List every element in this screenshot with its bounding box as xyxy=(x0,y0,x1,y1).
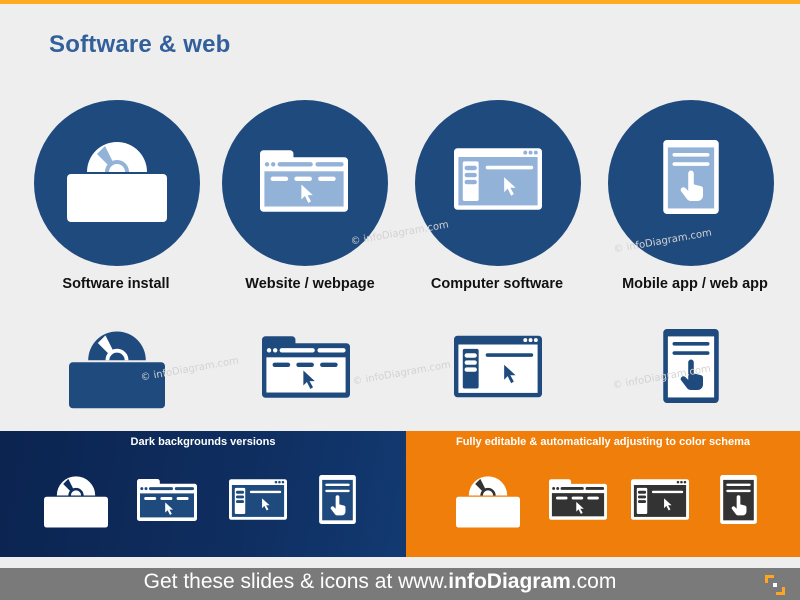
orange-panel-title: Fully editable & automatically adjusting… xyxy=(455,436,750,448)
browser-folder-icon xyxy=(260,150,348,212)
label-website-webpage: Website / webpage xyxy=(245,276,375,292)
footer-suffix: .com xyxy=(570,570,617,593)
app-window-icon xyxy=(631,479,689,520)
browser-folder-icon xyxy=(137,479,197,521)
tablet-touch-icon xyxy=(720,475,757,524)
dark-background-panel: Dark backgrounds versions xyxy=(0,431,406,557)
footer-text: Get these slides & icons at www.infoDiag… xyxy=(0,570,760,594)
app-window-icon xyxy=(229,479,287,520)
browser-folder-icon xyxy=(549,479,607,520)
app-window-icon xyxy=(454,148,542,210)
circle-website-webpage xyxy=(222,100,388,266)
circle-computer-software xyxy=(415,100,581,266)
cd-in-box-icon xyxy=(67,136,167,222)
cd-in-box-icon xyxy=(44,472,108,528)
browser-folder-icon xyxy=(262,335,350,399)
dark-panel-title: Dark backgrounds versions xyxy=(130,436,276,448)
tablet-touch-icon xyxy=(663,140,719,214)
label-computer-software: Computer software xyxy=(430,276,564,292)
footer-prefix: Get these slides & icons at www. xyxy=(143,570,449,593)
infodiagram-logo-icon xyxy=(765,575,785,595)
page-title: Software & web xyxy=(49,31,231,58)
cd-in-box-icon xyxy=(69,325,165,409)
footer-bar: Get these slides & icons at www.infoDiag… xyxy=(0,568,800,600)
top-accent-bar xyxy=(0,0,800,4)
circle-mobile-web-app xyxy=(608,100,774,266)
cd-in-box-icon xyxy=(456,472,520,528)
footer-brand: infoDiagram xyxy=(448,570,571,593)
circle-software-install xyxy=(34,100,200,266)
orange-background-panel: Fully editable & automatically adjusting… xyxy=(406,431,800,557)
watermark: © infoDiagram.com xyxy=(351,359,452,388)
label-mobile-web-app: Mobile app / web app xyxy=(622,276,768,292)
label-software-install: Software install xyxy=(62,276,170,292)
app-window-icon xyxy=(454,335,542,398)
tablet-touch-icon xyxy=(319,475,356,524)
